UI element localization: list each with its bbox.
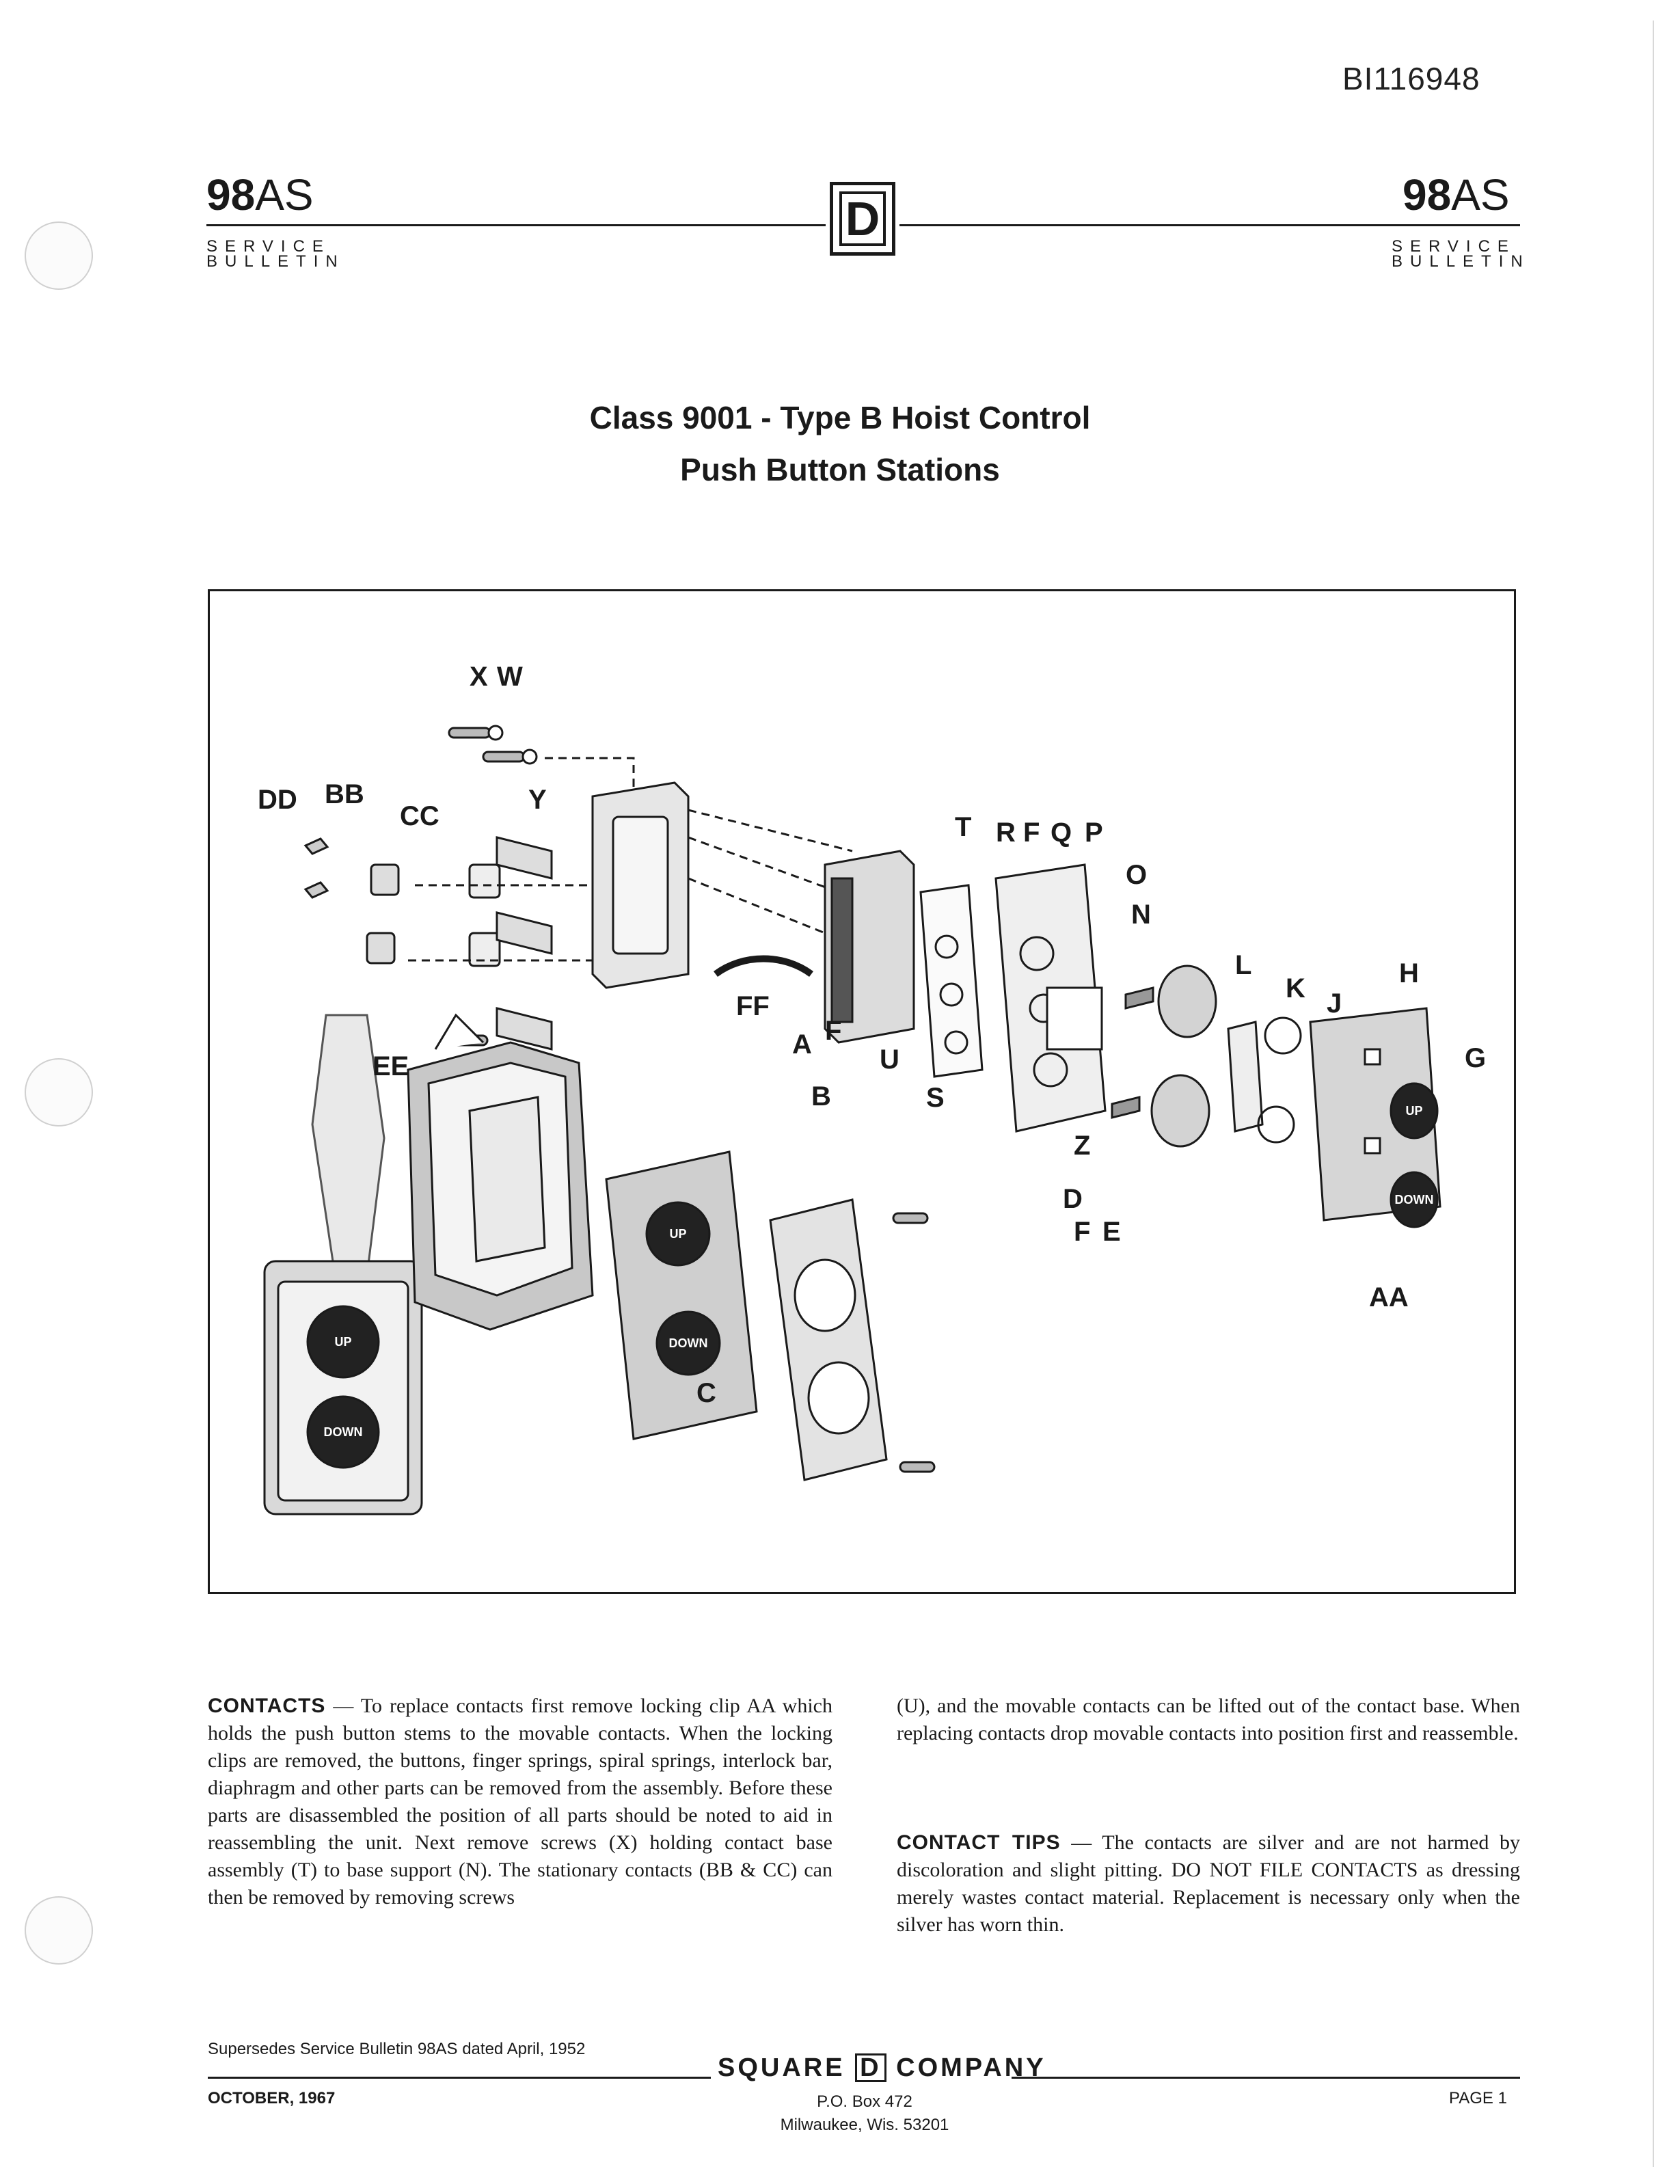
callout-w: W xyxy=(497,662,523,692)
callout-h: H xyxy=(1399,958,1419,988)
callout-f2: F xyxy=(825,1016,841,1046)
callout-l: L xyxy=(1235,950,1251,980)
bulletin-suffix: AS xyxy=(1451,170,1510,219)
springs-diaphragms xyxy=(1111,965,1302,1148)
contact-base-block xyxy=(591,781,853,989)
callout-b: B xyxy=(811,1081,831,1111)
callout-ee: EE xyxy=(372,1051,409,1081)
callout-k: K xyxy=(1286,973,1305,1003)
stationary-contacts xyxy=(303,836,593,1064)
contacts-continued-paragraph: (U), and the movable contacts can be lif… xyxy=(897,1695,1520,1744)
binder-hole-top xyxy=(25,221,93,290)
callout-r: R xyxy=(996,818,1016,848)
issue-date: OCTOBER, 1967 xyxy=(208,2089,336,2107)
callout-p: P xyxy=(1085,818,1103,848)
base-support xyxy=(994,863,1107,1133)
callout-bb: BB xyxy=(325,779,364,809)
binder-hole-bottom xyxy=(25,1896,93,1965)
contacts-heading: CONTACTS xyxy=(208,1695,326,1717)
cover-plate xyxy=(1309,1007,1441,1228)
front-cover xyxy=(769,1198,936,1481)
contact-tips-text: — The contacts are silver and are not ha… xyxy=(897,1831,1521,1936)
service-bulletin-label-left: SERVICE BULLETIN xyxy=(206,237,345,271)
screws-x-w xyxy=(448,725,635,844)
callout-f3: F xyxy=(1074,1217,1090,1247)
callout-g: G xyxy=(1465,1043,1486,1073)
bulletin-number: 98 xyxy=(1403,170,1452,219)
gasket xyxy=(919,884,984,1078)
company-address: P.O. Box 472 Milwaukee, Wis. 53201 xyxy=(780,2092,949,2134)
bulletin-number: 98 xyxy=(206,170,256,219)
company-name: SQUARE D COMPANY xyxy=(718,2053,1046,2082)
bulletin-number-right: 98AS xyxy=(1403,170,1510,220)
callout-q: Q xyxy=(1051,818,1072,848)
callout-t: T xyxy=(955,812,971,842)
callout-n: N xyxy=(1131,900,1151,930)
exploded-view-drawing: X W DD BB CC Y T R F Q P O N L K J H G E… xyxy=(258,662,1486,1515)
station-up-label: UP xyxy=(334,1335,351,1349)
enclosure xyxy=(407,1013,594,1331)
rotation-arrow xyxy=(714,955,813,978)
footer-rule-left xyxy=(208,2077,711,2079)
callout-a: A xyxy=(792,1029,812,1060)
callout-x: X xyxy=(470,662,488,692)
page-edge xyxy=(1653,21,1654,2167)
callout-e: E xyxy=(1102,1217,1121,1247)
station-down-label: DOWN xyxy=(324,1425,363,1439)
front-gasket xyxy=(605,1150,758,1440)
contact-tips-paragraph: CONTACT TIPS — The contacts are silver a… xyxy=(897,1829,1520,1939)
callout-s: S xyxy=(926,1083,945,1113)
document-id: BI116948 xyxy=(1342,61,1480,96)
footer-rule-right xyxy=(1012,2077,1520,2079)
callout-ff: FF xyxy=(736,991,770,1021)
contact-base-assembly xyxy=(824,850,915,1044)
callout-c: C xyxy=(696,1378,716,1408)
plate-up-label: UP xyxy=(1405,1104,1422,1118)
callout-aa: AA xyxy=(1369,1282,1409,1312)
square-d-logo: D xyxy=(830,182,895,256)
callout-j: J xyxy=(1327,988,1342,1019)
service-bulletin-label-right: SERVICE BULLETIN xyxy=(1392,237,1530,271)
callout-d: D xyxy=(1063,1184,1083,1214)
page-title-line-2: Push Button Stations xyxy=(680,452,1000,487)
callout-f: F xyxy=(1023,818,1040,848)
gasket-up-label: UP xyxy=(669,1227,686,1241)
company-logo: D xyxy=(855,2053,886,2082)
bulletin-suffix: AS xyxy=(255,170,314,219)
callout-cc: CC xyxy=(400,801,439,831)
exploded-view-figure: X W DD BB CC Y T R F Q P O N L K J H G E… xyxy=(208,589,1516,1594)
header-rule-left xyxy=(206,224,826,226)
header-rule-right xyxy=(899,224,1520,226)
callout-z: Z xyxy=(1074,1131,1090,1161)
page-title-line-1: Class 9001 - Type B Hoist Control xyxy=(589,400,1091,435)
contacts-text: — To replace contacts first remove locki… xyxy=(208,1695,832,1909)
callout-dd: DD xyxy=(258,785,297,815)
callout-y: Y xyxy=(528,785,547,815)
gasket-down-label: DOWN xyxy=(669,1336,708,1350)
binder-hole-middle xyxy=(25,1058,93,1127)
callout-o: O xyxy=(1126,860,1147,890)
contacts-paragraph: CONTACTS — To replace contacts first rem… xyxy=(208,1693,832,1911)
page-number: PAGE 1 xyxy=(1449,2089,1507,2107)
bulletin-number-left: 98AS xyxy=(206,170,314,220)
callout-u: U xyxy=(880,1044,899,1075)
plate-down-label: DOWN xyxy=(1395,1193,1434,1206)
assembled-station xyxy=(263,1014,423,1515)
contact-tips-heading: CONTACT TIPS xyxy=(897,1831,1061,1854)
supersedes-note: Supersedes Service Bulletin 98AS dated A… xyxy=(208,2040,586,2058)
